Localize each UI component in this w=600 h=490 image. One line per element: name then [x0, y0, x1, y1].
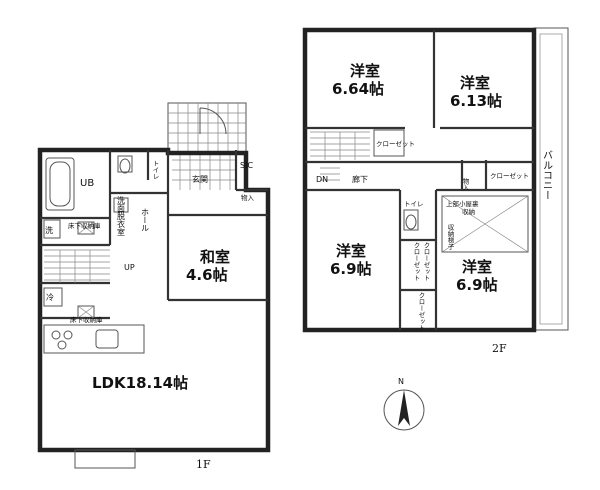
closet-2f-1: クローゼット — [376, 139, 415, 148]
toilet-label-1f: トイレ — [151, 160, 159, 180]
ldk-label: LDK18.14帖 — [92, 374, 188, 392]
closet-2f-4: クローゼット — [422, 242, 430, 281]
hall-label: ホール — [141, 208, 150, 232]
toilet-label-2f: トイレ — [404, 200, 424, 208]
ladder-label: 収納梯子 — [446, 224, 454, 251]
room1-size: 6.64帖 — [332, 80, 384, 98]
closet-2f-3: クローゼット — [412, 242, 420, 281]
attic-storage-label: 収納 — [462, 207, 475, 216]
compass: N — [383, 377, 425, 431]
room2-name: 洋室 — [460, 74, 490, 92]
kitchen-counter — [43, 324, 145, 354]
room1-name: 洋室 — [350, 62, 380, 80]
washitsu-size: 4.6帖 — [186, 266, 228, 284]
bay-window — [74, 449, 136, 469]
room2-size: 6.13帖 — [450, 92, 502, 110]
attic-label: 上部小屋裏 — [446, 199, 479, 208]
closet-label-2f: 物入 — [461, 177, 469, 192]
room3-name: 洋室 — [336, 242, 366, 260]
balcony-label: バルコニー — [541, 150, 553, 200]
floor-2: バルコニー DN 廊下 クローゼット 物入 クローゼット 洋室 6.64帖 洋室… — [302, 27, 569, 355]
floor-1: UB トイレ 洗面脱衣室 ホール 洗 床下収納庫 UP 冷 床下収納庫 — [37, 102, 271, 471]
genkan-label: 玄関 — [192, 174, 208, 184]
up-label: UP — [124, 263, 135, 272]
toilet-fixture-1f — [117, 155, 133, 174]
dn-label: DN — [316, 175, 328, 184]
wall-2f-outer — [302, 27, 537, 333]
compass-n: N — [398, 377, 404, 386]
stairs-1f — [44, 249, 110, 283]
floor1-label: 1F — [196, 458, 211, 471]
closet-2f-5: クローゼット — [417, 292, 425, 332]
corridor-label: 廊下 — [352, 174, 368, 184]
room3-size: 6.9帖 — [330, 260, 372, 278]
porch — [167, 102, 247, 154]
senmen-label: 洗面脱衣室 — [117, 195, 126, 236]
genkan-floor — [172, 152, 236, 190]
closet-2f-2: クローゼット — [490, 171, 529, 180]
room4-size: 6.9帖 — [456, 276, 498, 294]
closet-label-1f: 物入 — [241, 193, 255, 202]
storage-label-2: 床下収納庫 — [70, 315, 103, 324]
floor2-label: 2F — [492, 342, 507, 355]
ub-label: UB — [80, 178, 94, 189]
washitsu-name: 和室 — [200, 248, 230, 266]
bathtub — [45, 157, 75, 211]
fridge-label: 冷 — [46, 292, 54, 302]
storage-label-1: 床下収納庫 — [68, 221, 101, 230]
wash-label: 洗 — [45, 225, 53, 235]
room4-name: 洋室 — [462, 258, 492, 276]
sic-label: SIC — [240, 161, 253, 170]
